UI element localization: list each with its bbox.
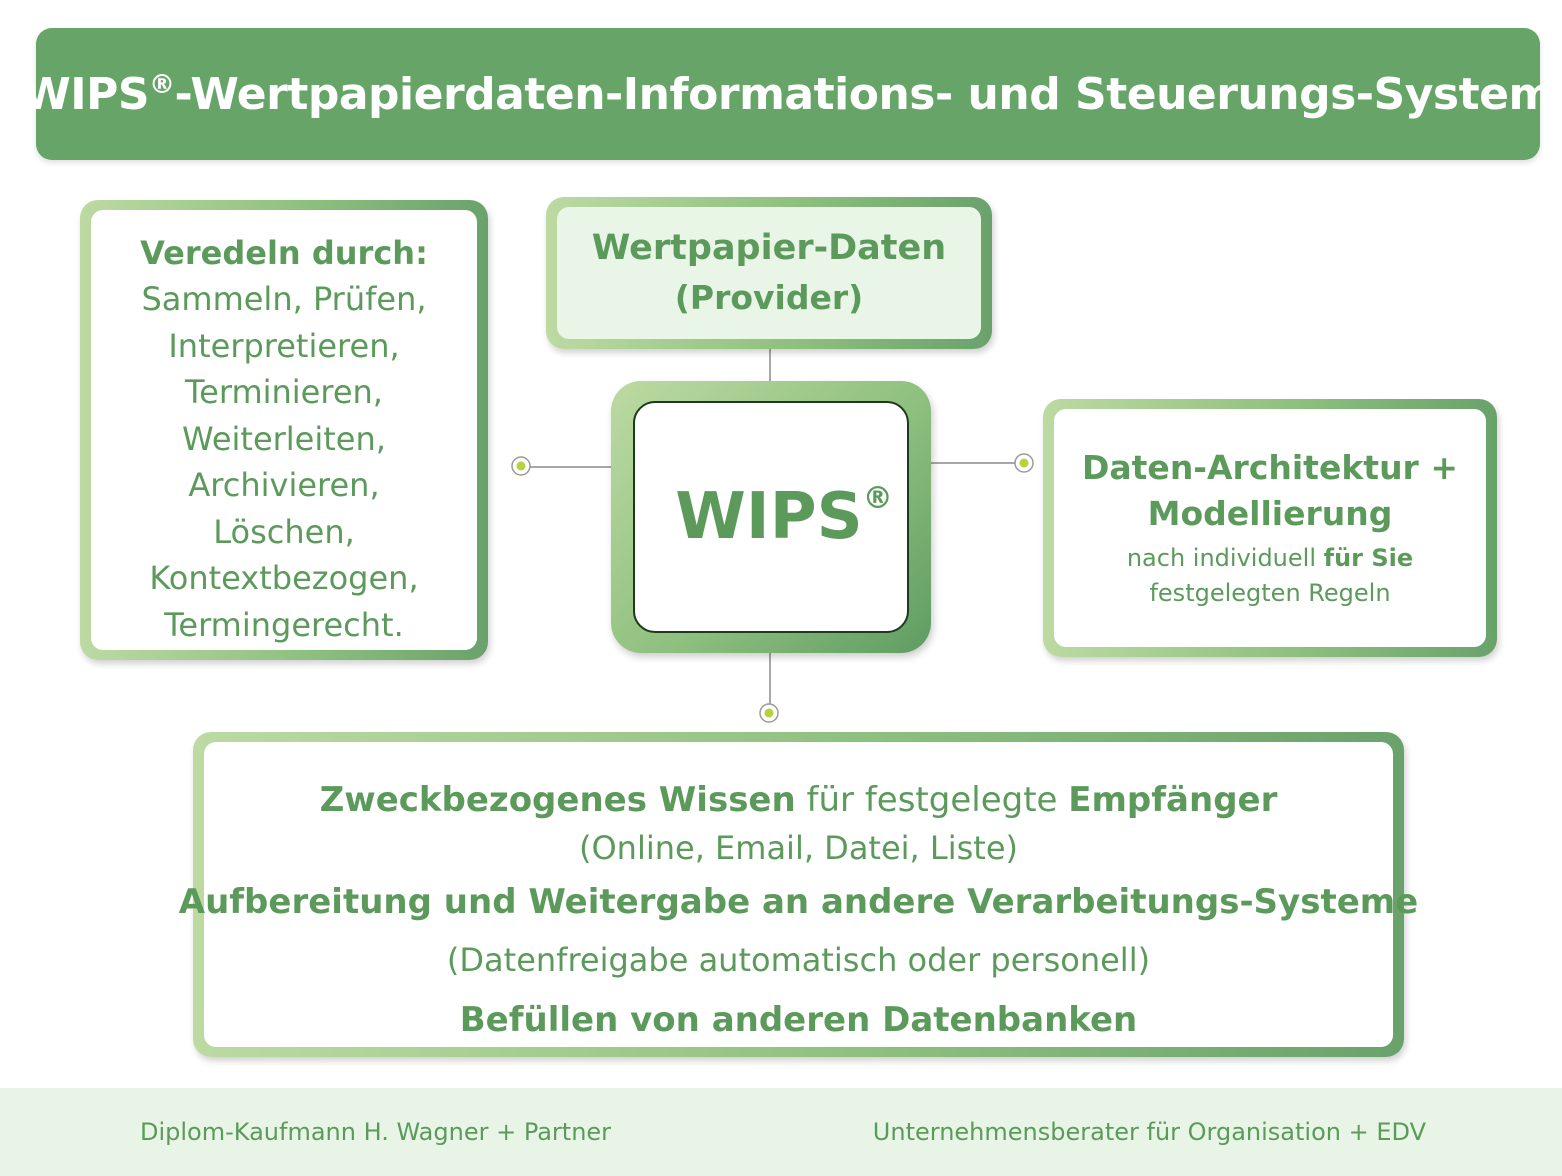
wips-core-label: WIPS® — [675, 480, 892, 554]
architecture-sub-bold: für Sie — [1323, 544, 1414, 572]
node-dot-left — [511, 456, 531, 476]
output-line-1-normal: für festgelegte — [795, 780, 1069, 820]
architecture-heading-1: Daten-Architektur + — [1082, 448, 1458, 487]
output-line-3: Aufbereitung und Weitergabe an andere Ve… — [178, 882, 1419, 922]
node-dot-right — [1014, 453, 1034, 473]
refinement-line: Kontextbezogen, — [149, 559, 419, 597]
refinement-box-content: Veredeln durch: Sammeln, Prüfen, Interpr… — [91, 210, 477, 650]
refinement-line: Termingerecht. — [164, 605, 404, 644]
wips-core-box: WIPS® — [611, 381, 931, 653]
output-line-1: Zweckbezogenes Wissen für festgelegte Em… — [320, 776, 1278, 824]
architecture-sub-1: nach individuell für Sie — [1127, 541, 1413, 576]
wips-registered-mark: ® — [862, 481, 893, 516]
provider-box: Wertpapier-Daten (Provider) — [546, 197, 992, 349]
refinement-box: Veredeln durch: Sammeln, Prüfen, Interpr… — [80, 200, 488, 660]
architecture-sub-2: festgelegten Regeln — [1149, 579, 1391, 607]
title-registered-mark: ® — [149, 69, 175, 100]
output-line-5: Befüllen von anderen Datenbanken — [459, 1000, 1138, 1040]
title-main: WIPS — [22, 68, 150, 120]
provider-subtitle: (Provider) — [674, 278, 864, 317]
node-dot-bottom — [759, 703, 779, 723]
page-title: WIPS®-Wertpapierdaten-Informations- und … — [22, 69, 1554, 120]
provider-title: Wertpapier-Daten — [591, 228, 947, 268]
refinement-heading: Veredeln durch: — [140, 234, 428, 272]
refinement-line: Terminieren, — [185, 373, 383, 411]
architecture-sub-prefix: nach individuell — [1126, 544, 1324, 572]
output-line-1-bold-a: Zweckbezogenes Wissen — [319, 780, 796, 820]
refinement-line: Löschen, — [213, 512, 355, 551]
architecture-heading-2: Modellierung — [1147, 494, 1393, 533]
refinement-line: Archivieren, — [188, 466, 380, 504]
title-rest: -Wertpapierdaten-Informations- und Steue… — [174, 68, 1555, 120]
architecture-box-content: Daten-Architektur + Modellierung nach in… — [1054, 409, 1486, 647]
output-box-content: Zweckbezogenes Wissen für festgelegte Em… — [179, 742, 1418, 1047]
wips-core-inner: WIPS® — [633, 401, 909, 633]
output-line-2: (Online, Email, Datei, Liste) — [579, 829, 1018, 867]
architecture-box: Daten-Architektur + Modellierung nach in… — [1043, 399, 1497, 657]
wips-label: WIPS — [675, 480, 863, 554]
provider-box-content: Wertpapier-Daten (Provider) — [557, 207, 981, 339]
output-box: Zweckbezogenes Wissen für festgelegte Em… — [179, 732, 1418, 1057]
footer-bar: Diplom-Kaufmann H. Wagner + Partner Unte… — [0, 1088, 1562, 1176]
footer-tagline: Unternehmensberater für Organisation + E… — [872, 1118, 1426, 1146]
footer-company: Diplom-Kaufmann H. Wagner + Partner — [140, 1118, 612, 1146]
title-banner: WIPS®-Wertpapierdaten-Informations- und … — [22, 28, 1554, 160]
refinement-line: Sammeln, Prüfen, — [141, 280, 427, 318]
output-line-1-bold-b: Empfänger — [1068, 780, 1278, 820]
refinement-line: Weiterleiten, — [182, 419, 386, 458]
refinement-line: Interpretieren, — [168, 326, 400, 365]
output-line-4: (Datenfreigabe automatisch oder personel… — [446, 941, 1151, 979]
